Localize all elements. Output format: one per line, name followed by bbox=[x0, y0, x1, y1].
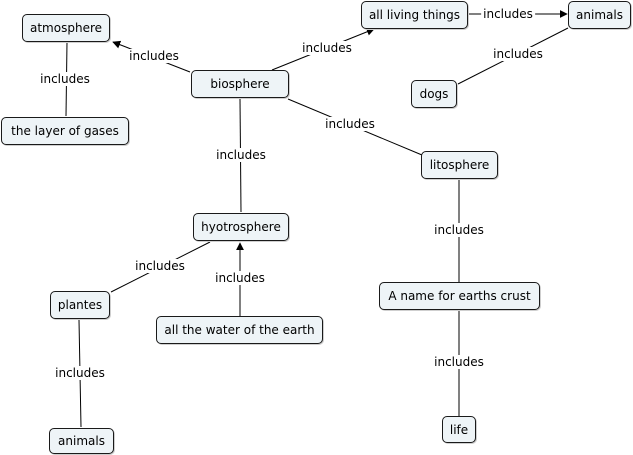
node-atmosphere[interactable]: atmosphere bbox=[22, 14, 110, 42]
link-label: includes bbox=[213, 271, 267, 285]
node-litosphere[interactable]: litosphere bbox=[421, 151, 498, 179]
node-dogs[interactable]: dogs bbox=[411, 80, 457, 108]
link-label: includes bbox=[127, 49, 181, 63]
link-label: includes bbox=[38, 72, 92, 86]
node-biosphere[interactable]: biosphere bbox=[191, 70, 289, 98]
link-label: includes bbox=[432, 355, 486, 369]
link-label: includes bbox=[214, 148, 268, 162]
link-label: includes bbox=[432, 223, 486, 237]
node-earths-crust[interactable]: A name for earths crust bbox=[379, 282, 540, 310]
node-layer-of-gases[interactable]: the layer of gases bbox=[1, 117, 129, 145]
node-hyotrosphere[interactable]: hyotrosphere bbox=[193, 213, 289, 241]
node-plantes[interactable]: plantes bbox=[50, 291, 110, 319]
link-label: includes bbox=[491, 47, 545, 61]
link-label: includes bbox=[53, 366, 107, 380]
link-label: includes bbox=[133, 259, 187, 273]
node-animals-bottom[interactable]: animals bbox=[49, 428, 114, 454]
link-label: includes bbox=[300, 41, 354, 55]
node-all-living-things[interactable]: all living things bbox=[361, 1, 468, 29]
node-water-of-earth[interactable]: all the water of the earth bbox=[156, 316, 323, 344]
link-label: includes bbox=[323, 117, 377, 131]
link-label: includes bbox=[481, 7, 535, 21]
node-animals[interactable]: animals bbox=[568, 1, 631, 29]
node-life[interactable]: life bbox=[442, 416, 476, 443]
